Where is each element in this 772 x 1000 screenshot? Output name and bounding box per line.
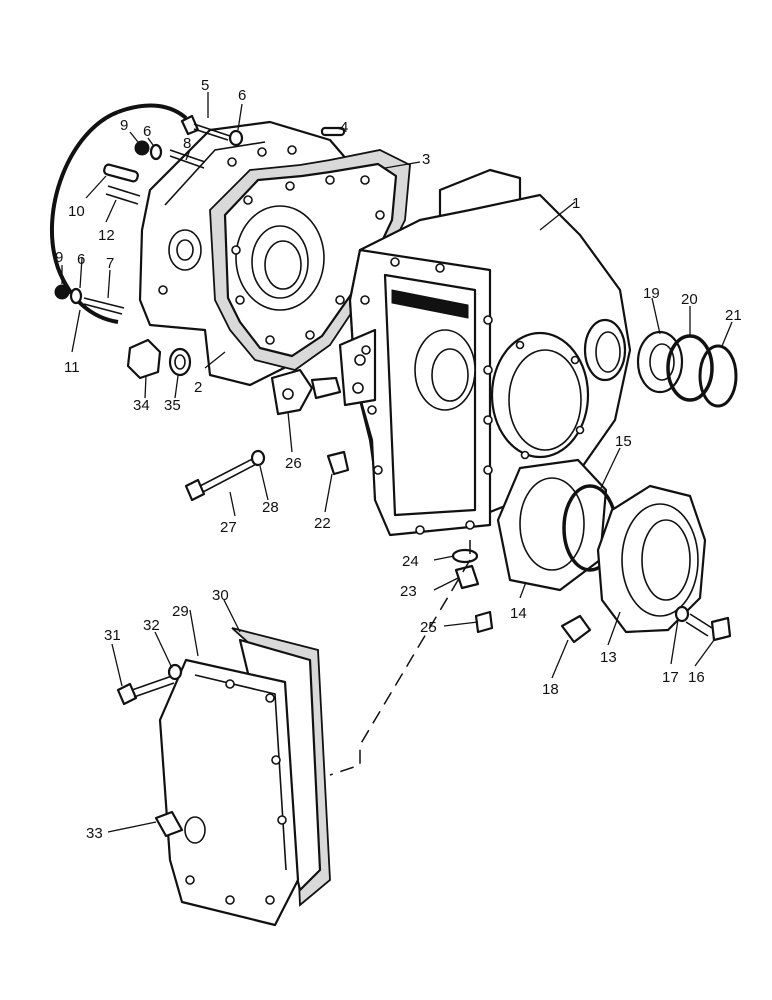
callout-7: 7 bbox=[106, 255, 114, 272]
callout-20: 20 bbox=[681, 291, 698, 308]
callout-22: 22 bbox=[314, 515, 331, 532]
plug-and-seal bbox=[126, 338, 192, 380]
callout-4: 4 bbox=[340, 119, 348, 136]
callout-labels: 1 2 3 4 5 6 6 6 7 8 9 9 10 11 12 13 14 1… bbox=[55, 77, 742, 842]
leader-lines bbox=[61, 92, 733, 833]
callout-18: 18 bbox=[542, 681, 559, 698]
callout-33: 33 bbox=[86, 825, 103, 842]
bottom-cover-plate bbox=[158, 658, 300, 927]
callout-35: 35 bbox=[164, 397, 181, 414]
side-fittings bbox=[560, 605, 732, 644]
front-gasket bbox=[209, 149, 411, 371]
callout-34: 34 bbox=[133, 397, 150, 414]
housing-bolt-holes bbox=[360, 257, 585, 535]
callout-8: 8 bbox=[183, 135, 191, 152]
drain-plug bbox=[451, 548, 480, 590]
callout-19: 19 bbox=[643, 285, 660, 302]
callout-30: 30 bbox=[212, 587, 229, 604]
plug-22 bbox=[326, 450, 350, 476]
callout-15: 15 bbox=[615, 433, 632, 450]
callout-6-low: 6 bbox=[77, 251, 85, 268]
cover-bolt-and-plug bbox=[116, 663, 184, 838]
callout-12: 12 bbox=[98, 227, 115, 244]
callout-2: 2 bbox=[194, 379, 202, 396]
callout-25: 25 bbox=[420, 619, 437, 636]
gasket-bolt-holes bbox=[231, 175, 385, 345]
main-transmission-housing bbox=[338, 168, 632, 537]
callout-11: 11 bbox=[64, 359, 80, 376]
callout-24: 24 bbox=[402, 553, 419, 570]
callout-32: 32 bbox=[143, 617, 160, 634]
callout-10: 10 bbox=[68, 203, 85, 220]
callout-16: 16 bbox=[688, 669, 705, 686]
callout-6-top: 6 bbox=[238, 87, 246, 104]
bolt-and-washer bbox=[184, 449, 266, 502]
callout-27: 27 bbox=[220, 519, 237, 536]
callout-21: 21 bbox=[725, 307, 742, 324]
large-o-ring bbox=[49, 103, 188, 324]
rear-seal-rings bbox=[636, 330, 738, 408]
callout-1: 1 bbox=[572, 195, 580, 212]
fitting-assembly bbox=[270, 368, 342, 416]
callout-31: 31 bbox=[104, 627, 121, 644]
upper-fasteners bbox=[54, 114, 346, 315]
callout-13: 13 bbox=[600, 649, 617, 666]
callout-5: 5 bbox=[201, 77, 209, 94]
nipple-25 bbox=[474, 610, 494, 634]
callout-29: 29 bbox=[172, 603, 189, 620]
callout-23: 23 bbox=[400, 583, 417, 600]
callout-28: 28 bbox=[262, 499, 279, 516]
callout-3: 3 bbox=[422, 151, 430, 168]
callout-9-top: 9 bbox=[120, 117, 128, 134]
assembly-guide-line bbox=[329, 540, 471, 776]
callout-14: 14 bbox=[510, 605, 527, 622]
callout-9-low: 9 bbox=[55, 249, 63, 266]
callout-17: 17 bbox=[662, 669, 679, 686]
callout-6-mid: 6 bbox=[143, 123, 151, 140]
callout-26: 26 bbox=[285, 455, 302, 472]
side-cover-assembly bbox=[496, 458, 707, 634]
